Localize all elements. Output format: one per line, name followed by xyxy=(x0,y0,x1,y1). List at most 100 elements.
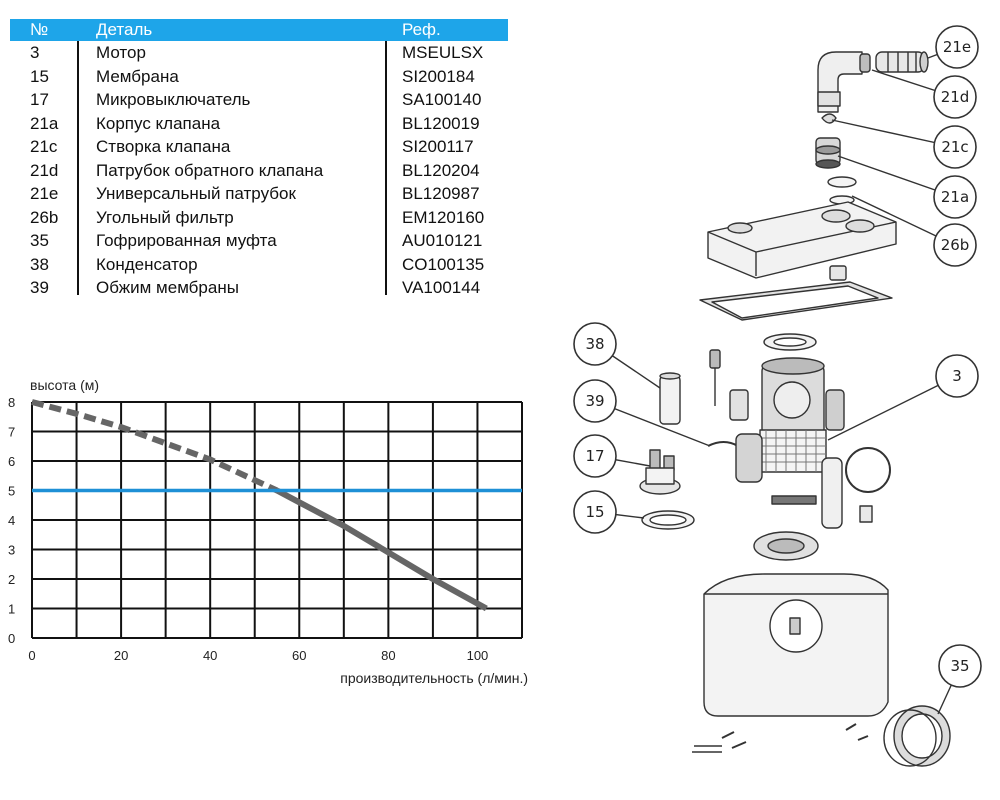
part-reference: MSEULSX xyxy=(402,43,484,62)
header-number: № xyxy=(30,20,49,39)
part-valve-body xyxy=(815,137,841,169)
curve-series-solid xyxy=(275,487,488,612)
part-name: Корпус клапана xyxy=(96,113,221,133)
y-tick-label: 3 xyxy=(8,543,15,558)
table-row: 39 Обжим мембраны VA100144 xyxy=(10,276,508,300)
part-name: Обжим мембраны xyxy=(96,278,239,297)
callout-label: 3 xyxy=(952,367,962,385)
table-row: 3 Мотор MSEULSX xyxy=(10,41,508,65)
part-number: 17 xyxy=(30,90,49,109)
part-reference: BL120987 xyxy=(402,184,480,203)
part-carbon-filter xyxy=(827,176,857,205)
part-retaining-ring xyxy=(845,447,891,523)
part-name: Универсальный патрубок xyxy=(96,184,296,203)
part-reference: SI200184 xyxy=(402,66,475,86)
part-name: Конденсатор xyxy=(96,254,198,274)
part-check-valve-elbow xyxy=(817,51,871,113)
callout-label: 21a xyxy=(941,188,969,206)
callout-circle xyxy=(935,25,979,69)
callout-circle xyxy=(933,175,977,219)
part-name: Микровыключатель xyxy=(96,90,251,109)
part-corrugated-coupling xyxy=(883,705,951,767)
part-capacitor xyxy=(659,372,681,425)
part-reference: AU010121 xyxy=(402,231,483,250)
x-tick-label: 80 xyxy=(381,648,395,663)
x-axis-label: производительность (л/мин.) xyxy=(340,670,528,686)
callout-label: 21e xyxy=(943,38,971,56)
callout-circle xyxy=(573,379,617,423)
callout-label: 26b xyxy=(941,236,970,254)
callout-circle xyxy=(933,125,977,169)
y-tick-label: 7 xyxy=(8,425,15,440)
part-base-plate xyxy=(753,531,819,561)
table-row: 21d Патрубок обратного клапана BL120204 xyxy=(10,159,508,183)
y-tick-label: 5 xyxy=(8,484,15,499)
callout-circle xyxy=(573,322,617,366)
part-tank xyxy=(692,573,889,753)
part-motor xyxy=(759,357,845,529)
curve-series-dashed xyxy=(31,399,279,494)
x-tick-label: 60 xyxy=(292,648,306,663)
part-universal-connector xyxy=(875,51,929,73)
callout-circle xyxy=(573,434,617,478)
x-tick-label: 40 xyxy=(203,648,217,663)
callout-leader-line xyxy=(827,375,958,441)
part-name: Гофрированная муфта xyxy=(96,231,277,250)
part-lid-gasket xyxy=(699,281,893,321)
column-divider xyxy=(77,41,79,295)
part-reference: SI200117 xyxy=(402,137,474,156)
x-tick-label: 20 xyxy=(114,648,128,663)
callout-circle xyxy=(573,490,617,534)
part-number: 21e xyxy=(30,184,59,203)
header-reference: Реф. xyxy=(402,20,441,39)
part-reference: BL120019 xyxy=(402,113,480,133)
part-name: Патрубок обратного клапана xyxy=(96,160,324,180)
callout-label: 15 xyxy=(585,503,604,521)
part-name: Мембрана xyxy=(96,66,179,86)
part-membrane xyxy=(641,510,695,530)
part-motor-ring xyxy=(763,333,817,351)
part-number: 21c xyxy=(30,137,58,156)
part-micro-switch xyxy=(639,449,681,495)
part-name: Угольный фильтр xyxy=(96,207,234,227)
part-name: Створка клапана xyxy=(96,137,231,156)
part-name: Мотор xyxy=(96,43,146,62)
part-reference: BL120204 xyxy=(402,160,480,180)
part-valve-flap xyxy=(821,113,837,124)
part-float-switch xyxy=(709,349,749,421)
table-row: 21a Корпус клапана BL120019 xyxy=(10,112,508,136)
callout-circle xyxy=(935,354,979,398)
y-tick-label: 1 xyxy=(8,602,15,617)
header-part-name: Деталь xyxy=(96,20,153,39)
part-number: 21d xyxy=(30,160,59,180)
callout-label: 38 xyxy=(585,335,604,353)
callout-label: 39 xyxy=(585,392,604,410)
y-tick-label: 6 xyxy=(8,454,15,469)
part-reference: EM120160 xyxy=(402,207,485,227)
callout-label: 17 xyxy=(585,447,604,465)
y-tick-label: 0 xyxy=(8,631,15,646)
callout-circle xyxy=(938,644,982,688)
part-number: 3 xyxy=(30,43,40,62)
y-axis-label: высота (м) xyxy=(30,377,99,393)
callout-label: 35 xyxy=(950,657,969,675)
table-row: 21c Створка клапана SI200117 xyxy=(10,135,508,159)
part-number: 39 xyxy=(30,278,49,297)
part-tank-lid xyxy=(707,201,897,281)
y-tick-label: 4 xyxy=(8,513,15,528)
parts-table-header: № Деталь Реф. xyxy=(10,19,508,41)
part-number: 21a xyxy=(30,113,59,133)
part-membrane-clamp xyxy=(707,433,763,483)
y-tick-label: 8 xyxy=(8,395,15,410)
part-reference: VA100144 xyxy=(402,278,481,297)
x-tick-label: 0 xyxy=(28,648,35,663)
